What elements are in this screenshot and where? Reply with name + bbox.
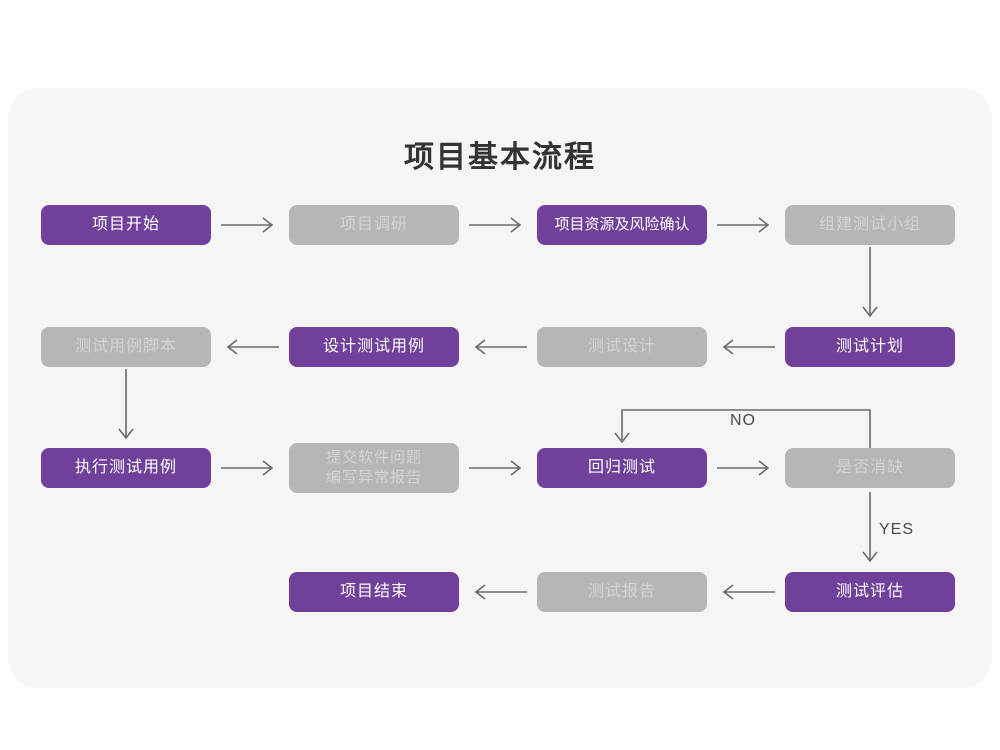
node-test-report[interactable]: 测试报告 — [537, 572, 707, 612]
edge-label-yes: YES — [879, 521, 915, 538]
node-resource-risk-confirm[interactable]: 项目资源及风险确认 — [537, 205, 707, 245]
page-title: 项目基本流程 — [404, 141, 596, 174]
node-regression-test[interactable]: 回归测试 — [537, 448, 707, 488]
node-project-end[interactable]: 项目结束 — [289, 572, 459, 612]
node-project-start[interactable]: 项目开始 — [41, 205, 211, 245]
node-submit-issue-report[interactable]: 提交软件问题 编写异常报告 — [289, 443, 459, 493]
node-test-design[interactable]: 测试设计 — [537, 327, 707, 367]
node-test-case-scripts[interactable]: 测试用例脚本 — [41, 327, 211, 367]
edge-label-no: NO — [730, 412, 756, 429]
node-form-test-team[interactable]: 组建测试小组 — [785, 205, 955, 245]
node-project-research[interactable]: 项目调研 — [289, 205, 459, 245]
node-design-test-cases[interactable]: 设计测试用例 — [289, 327, 459, 367]
node-test-plan[interactable]: 测试计划 — [785, 327, 955, 367]
node-defect-cleared[interactable]: 是否消缺 — [785, 448, 955, 488]
node-execute-test-cases[interactable]: 执行测试用例 — [41, 448, 211, 488]
node-test-evaluation[interactable]: 测试评估 — [785, 572, 955, 612]
